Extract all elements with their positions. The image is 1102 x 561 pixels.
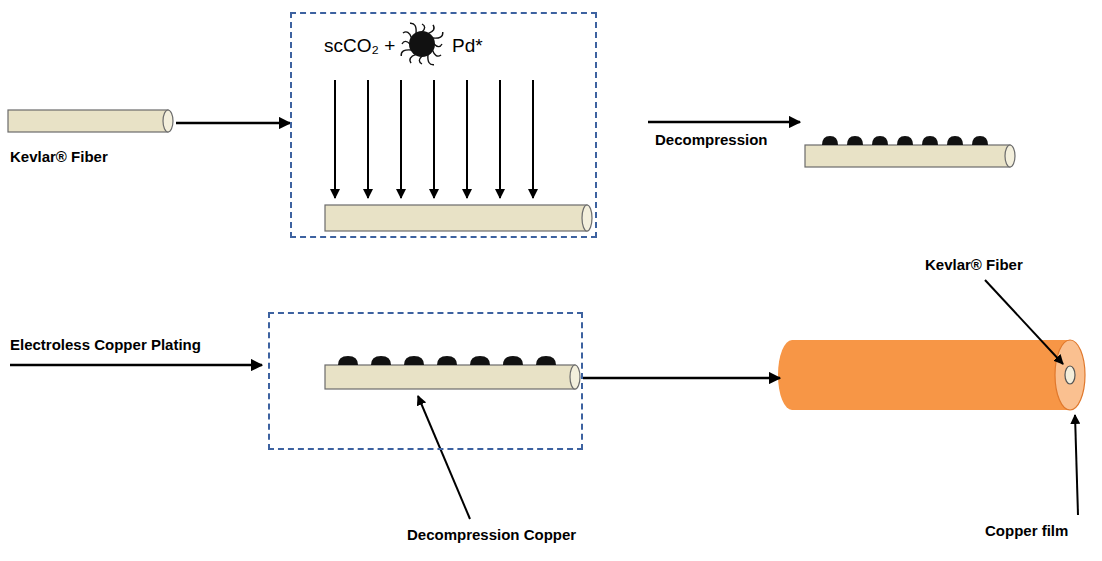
step-label: Electroless Copper Plating xyxy=(10,336,201,354)
copper-coated-fiber xyxy=(778,340,1085,410)
seed-particle xyxy=(470,356,490,365)
seed-particle xyxy=(404,356,424,365)
leader-line xyxy=(985,280,1063,364)
pd-particle xyxy=(401,23,443,65)
deposition-arrows xyxy=(335,80,533,198)
deposition-arrow xyxy=(466,80,468,198)
plating-process-box: Decompression Copper xyxy=(268,312,583,450)
seed-particle xyxy=(847,136,863,145)
copper-coated-fiber: Kevlar® FiberCopper film xyxy=(780,340,1090,410)
seed-particle xyxy=(371,356,391,365)
seed-particle xyxy=(922,136,938,145)
leader-line xyxy=(418,396,470,519)
seed-particle xyxy=(503,356,523,365)
seed-particle xyxy=(338,356,358,365)
deposition-arrow xyxy=(499,80,501,198)
process-arrow xyxy=(10,364,262,367)
deposition-arrow xyxy=(400,80,402,198)
seed-particle xyxy=(872,136,888,145)
copper-seeds xyxy=(338,356,556,365)
deposition-arrow xyxy=(367,80,369,198)
pd-seeded-fiber xyxy=(805,145,1015,167)
leader-line xyxy=(1075,415,1078,515)
callout-label: Kevlar® Fiber xyxy=(10,148,108,166)
process-arrow xyxy=(583,377,780,380)
callout-label: Decompression Copper xyxy=(407,526,576,544)
pd-seeded-fiber xyxy=(325,365,580,389)
seed-particle xyxy=(947,136,963,145)
process-label: Pd* xyxy=(452,35,483,57)
callout-label: Copper film xyxy=(985,522,1068,540)
seed-particle xyxy=(437,356,457,365)
step-label: Decompression xyxy=(655,131,768,149)
process-arrow xyxy=(648,121,800,124)
callout-label: Kevlar® Fiber xyxy=(925,256,1023,274)
deposition-arrow xyxy=(433,80,435,198)
pd-seeds xyxy=(822,136,988,145)
process-arrow xyxy=(176,122,290,125)
seed-particle xyxy=(822,136,838,145)
seed-particle xyxy=(897,136,913,145)
process-label: scCO₂ + xyxy=(324,35,395,57)
scco2-process-box: scCO₂ + Pd* xyxy=(290,12,597,238)
kevlar-fiber xyxy=(8,110,173,132)
seed-particle xyxy=(972,136,988,145)
deposition-arrow xyxy=(532,80,534,198)
deposition-arrow xyxy=(334,80,336,198)
kevlar-fiber: Kevlar® Fiber xyxy=(8,108,176,134)
kevlar-fiber xyxy=(325,205,592,231)
seed-particle xyxy=(536,356,556,365)
